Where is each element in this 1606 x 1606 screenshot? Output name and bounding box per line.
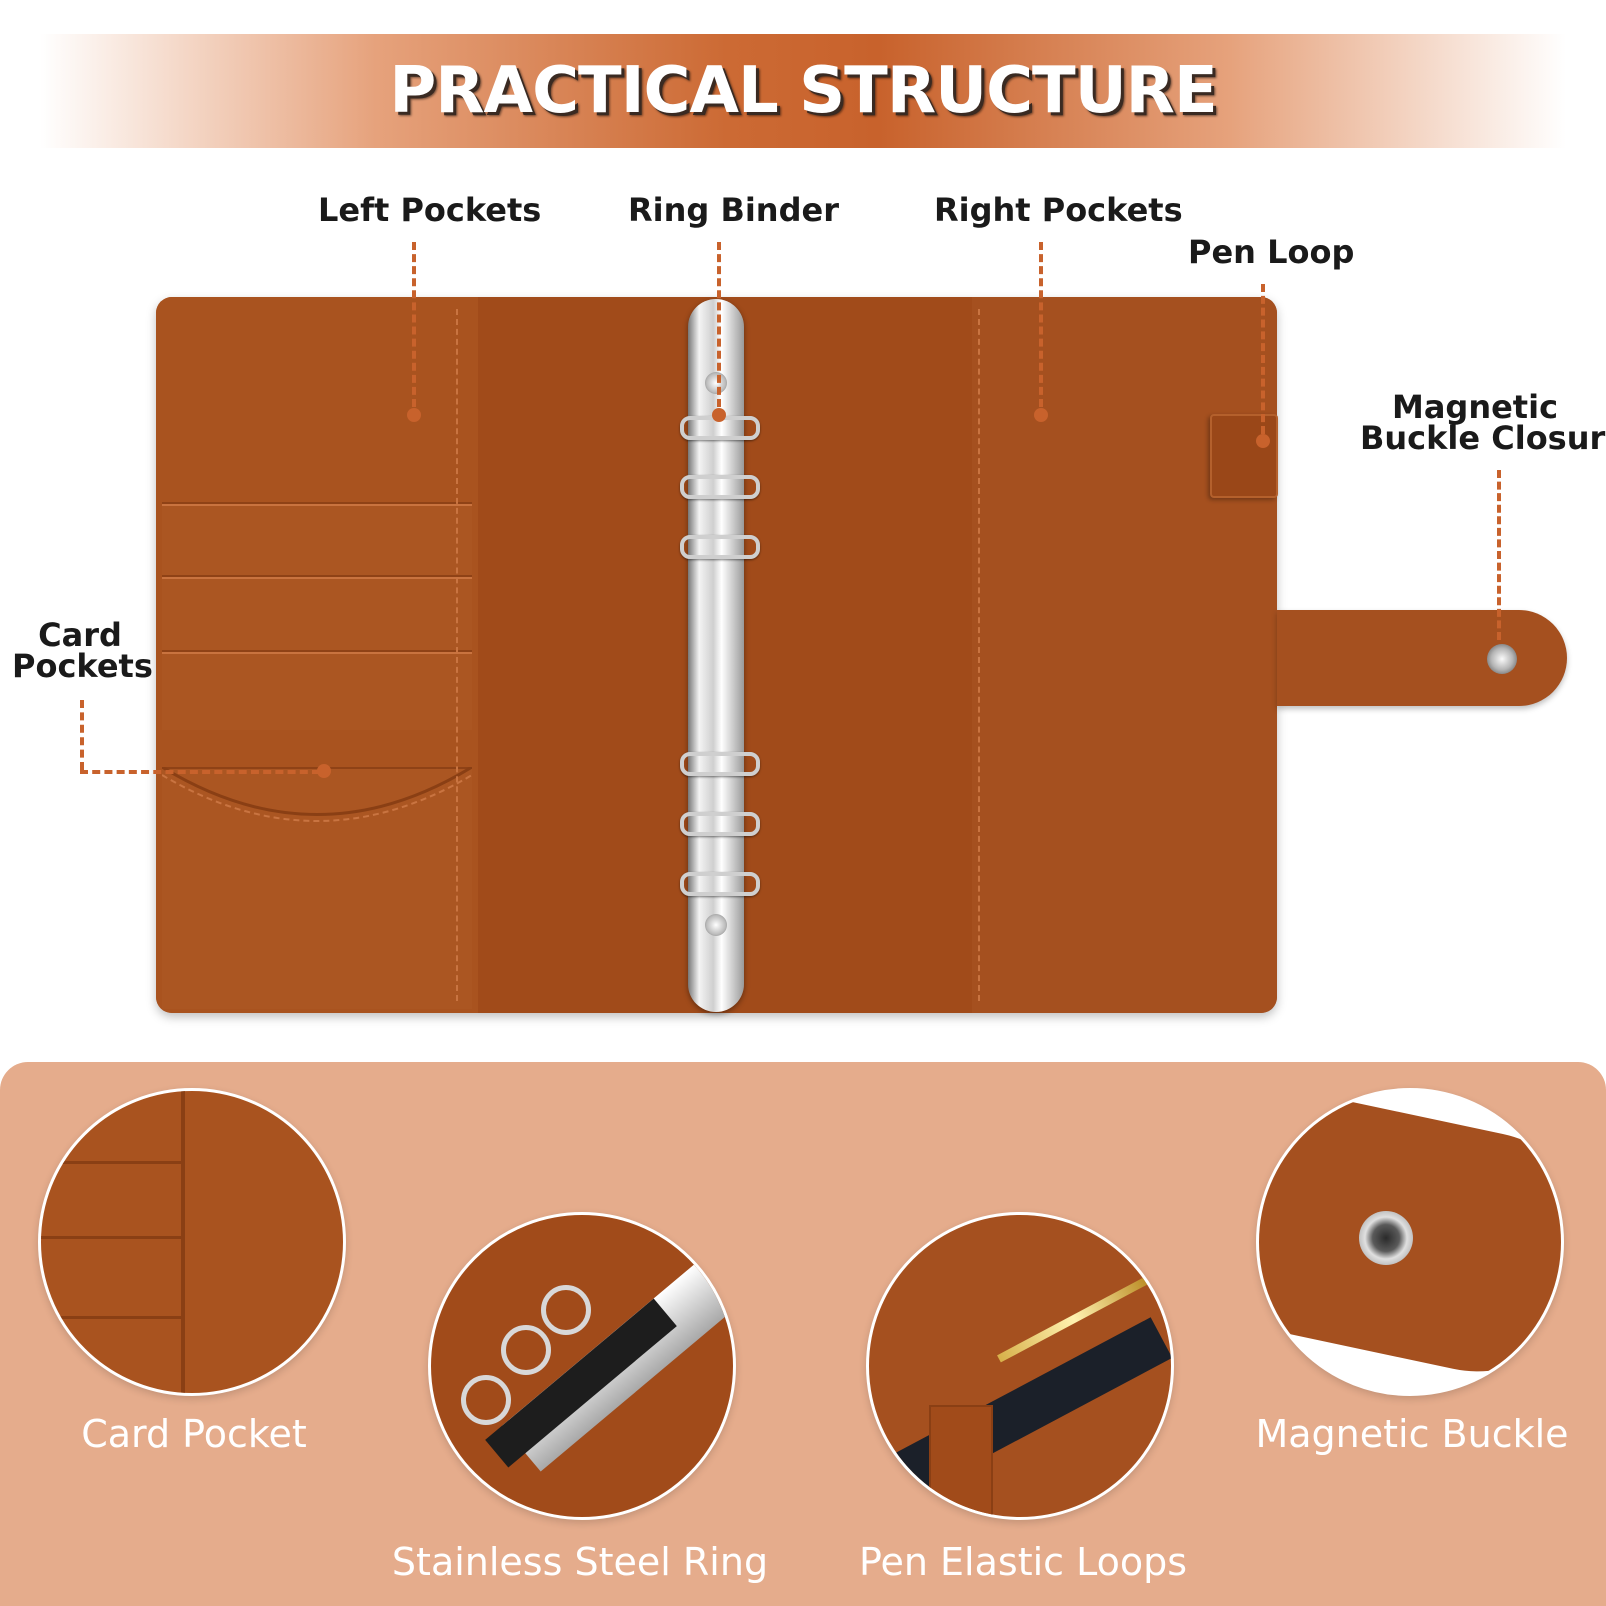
binder-ring [680, 475, 760, 499]
stitch-seam [456, 309, 458, 1001]
callout-dot [317, 764, 331, 778]
rivet-icon [705, 914, 727, 936]
callout-line [1039, 242, 1043, 407]
callout-line [80, 770, 320, 774]
curve-stitch [162, 767, 472, 822]
feature-image-magnetic-buckle [1256, 1088, 1564, 1396]
feature-label-steel-ring: Stainless Steel Ring [391, 1540, 769, 1584]
feature-label-magnetic-buckle: Magnetic Buckle [1255, 1412, 1569, 1456]
callout-dot [1034, 408, 1048, 422]
callout-line [717, 242, 721, 407]
callout-ring-binder: Ring Binder [628, 191, 839, 229]
magnetic-tab [1277, 610, 1567, 706]
callout-left-pockets: Left Pockets [318, 191, 542, 229]
right-panel [972, 297, 1277, 1013]
card-pocket-curve [162, 767, 472, 1009]
card-slot [162, 575, 472, 655]
callout-card-pockets: Card Pockets [12, 616, 153, 685]
feature-image-steel-ring [428, 1212, 736, 1520]
callout-pen-loop: Pen Loop [1188, 233, 1355, 271]
card-slot [162, 650, 472, 730]
rivet-icon [705, 372, 727, 394]
pen-loop-strap [1210, 414, 1278, 498]
feature-label-card-pocket: Card Pocket [81, 1412, 307, 1456]
callout-right-pockets: Right Pockets [934, 191, 1183, 229]
feature-image-pen-loops [866, 1212, 1174, 1520]
callout-line [1497, 470, 1501, 640]
feature-image-card-pocket [38, 1088, 346, 1396]
callout-line [1261, 284, 1265, 434]
magnetic-snap-icon [1487, 644, 1517, 674]
card-slot [162, 502, 472, 582]
callout-line [80, 700, 84, 770]
binder-ring [680, 812, 760, 836]
binder-ring [680, 535, 760, 559]
feature-label-pen-loops: Pen Elastic Loops [858, 1540, 1188, 1584]
callout-dot [1256, 434, 1270, 448]
callout-dot [712, 408, 726, 422]
callout-line [412, 242, 416, 407]
stitch-seam [978, 309, 980, 1001]
left-panel [156, 297, 478, 1013]
page-title: PRACTICAL STRUCTURE [389, 54, 1217, 128]
binder-ring [680, 872, 760, 896]
callout-magnetic-buckle-closure: Magnetic Buckle Closure [1360, 388, 1606, 457]
title-banner: PRACTICAL STRUCTURE [40, 34, 1566, 148]
ring-binder-bar [688, 299, 744, 1012]
binder-ring [680, 752, 760, 776]
callout-dot [407, 408, 421, 422]
